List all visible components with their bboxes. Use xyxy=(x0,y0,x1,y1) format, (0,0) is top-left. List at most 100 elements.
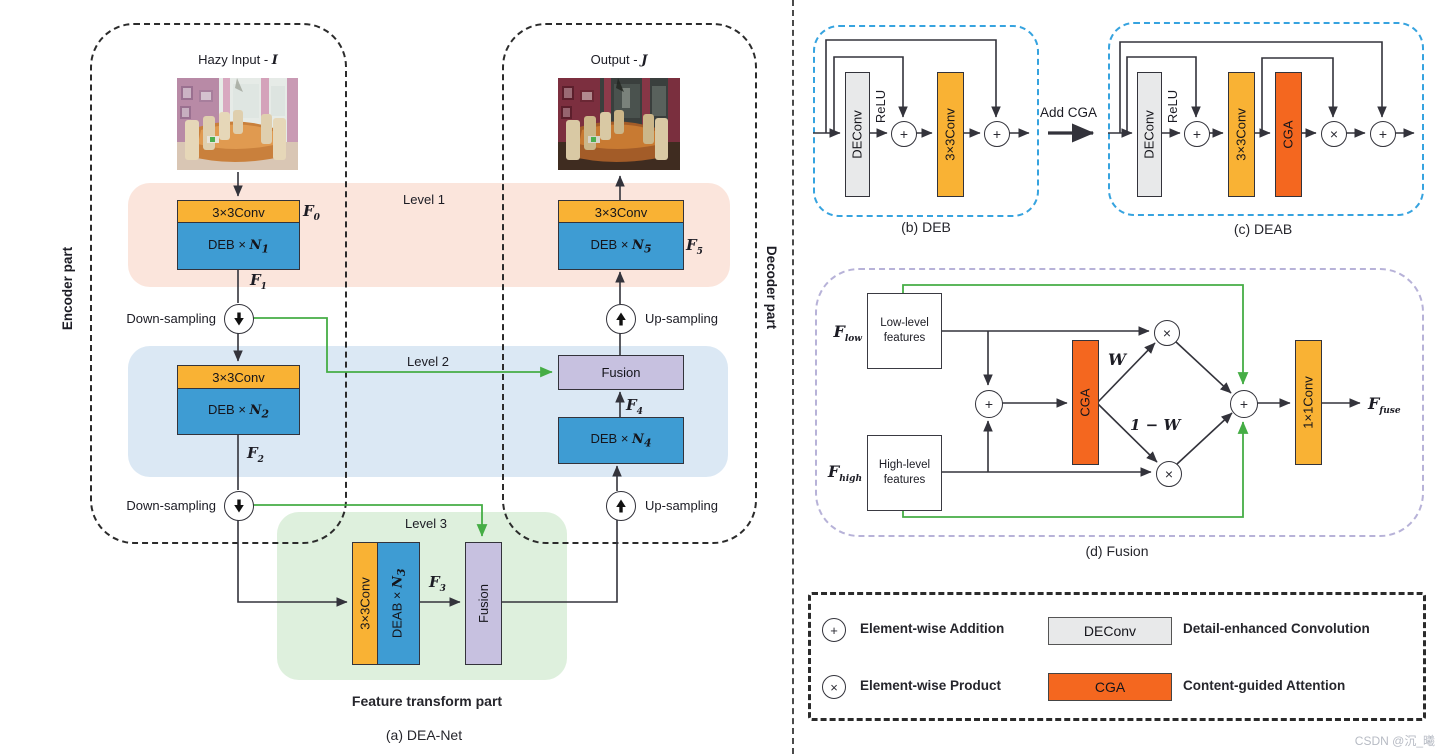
l3-conv-block: 3×3Conv xyxy=(352,542,379,665)
b-plus1-circle: + xyxy=(891,121,917,147)
legend-plus-icon: + xyxy=(822,618,846,642)
legend-cga-box: CGA xyxy=(1048,673,1172,701)
f2-label: F2 xyxy=(247,444,264,465)
b-deconv-block: DEConv xyxy=(845,72,870,197)
dec1-conv-block: 3×3Conv xyxy=(558,200,684,224)
f4-label: F4 xyxy=(626,396,643,417)
line-l3fusion-to-up2 xyxy=(500,520,618,603)
down-arrow-icon xyxy=(234,312,244,326)
deb-dashed-box xyxy=(813,25,1039,217)
feature-transform-label: Feature transform part xyxy=(351,693,503,709)
enc1-deb-block: DEB × N1 xyxy=(177,222,300,270)
arrow-down2-to-l3conv xyxy=(237,519,348,607)
enc1-conv-block: 3×3Conv xyxy=(177,200,300,224)
d-arrow-cga-to-times1 xyxy=(1096,342,1156,404)
d-plus2-circle: + xyxy=(1230,390,1258,418)
d-cga-block: CGA xyxy=(1072,340,1099,465)
c-relu-label: ReLU xyxy=(1165,89,1181,123)
panel-d-caption: (d) Fusion xyxy=(1085,543,1149,559)
d-arrow-times1-to-plus2 xyxy=(1174,340,1232,394)
down-sampling-icon-1 xyxy=(224,304,254,334)
f3-label: F3 xyxy=(429,573,446,594)
c-deconv-block: DEConv xyxy=(1137,72,1162,197)
b-plus2-circle: + xyxy=(984,121,1010,147)
encoder-part-label: Encoder part xyxy=(60,246,76,330)
f-high-label: Fhigh xyxy=(827,462,862,485)
half-divider xyxy=(792,0,794,754)
legend-deconv-description: Detail-enhanced Convolution xyxy=(1183,621,1370,636)
dec1-deb-block: DEB × N5 xyxy=(558,222,684,270)
c-cga-block: CGA xyxy=(1275,72,1302,197)
legend-box xyxy=(808,592,1426,721)
output-label: Output - J xyxy=(590,52,648,68)
panel-a-caption: (a) DEA-Net xyxy=(385,727,463,743)
up-sampling-label-1: Up-sampling xyxy=(645,311,718,326)
legend-addition-label: Element-wise Addition xyxy=(860,621,1005,636)
f-low-label: Flow xyxy=(833,322,862,345)
down-sampling-label-2: Down-sampling xyxy=(126,498,216,513)
f-fuse-label: Ffuse xyxy=(1368,394,1401,417)
up-sampling-icon-2 xyxy=(606,491,636,521)
green-skip-level2 xyxy=(252,317,553,378)
d-arrow-cga-to-times2 xyxy=(1096,402,1158,463)
l3-fusion-block: Fusion xyxy=(465,542,502,665)
green-skip-level3 xyxy=(252,504,488,537)
d-plus1-circle: + xyxy=(975,390,1003,418)
d-conv-block: 1×1Conv xyxy=(1295,340,1322,465)
decoder-dashed-box xyxy=(502,23,757,544)
panel-b-caption: (b) DEB xyxy=(901,219,951,235)
up-sampling-icon-1 xyxy=(606,304,636,334)
green-low-to-plus2 xyxy=(902,284,1249,385)
c-plus1-circle: + xyxy=(1184,121,1210,147)
output-image xyxy=(558,78,680,170)
c-skip-inner-left xyxy=(1126,56,1201,133)
level1-label: Level 1 xyxy=(403,192,445,207)
fusion-dashed-box xyxy=(815,268,1424,537)
down-sampling-label-1: Down-sampling xyxy=(126,311,216,326)
c-skip-inner-right xyxy=(1261,57,1338,133)
one-minus-w-label: 1 − W xyxy=(1130,416,1181,434)
decoder-part-label: Decoder part xyxy=(764,245,780,330)
f0-label: F0 xyxy=(303,202,320,223)
legend-product-label: Element-wise Product xyxy=(860,678,1002,693)
level2-label: Level 2 xyxy=(407,354,449,369)
panel-c-caption: (c) DEAB xyxy=(1233,221,1293,237)
down-arrow-icon xyxy=(234,499,244,513)
legend-cga-description: Content-guided Attention xyxy=(1183,678,1346,693)
legend-deconv-box: DEConv xyxy=(1048,617,1172,645)
legend-times-icon: × xyxy=(822,675,846,699)
level3-band xyxy=(277,512,567,680)
f1-label: F1 xyxy=(250,271,267,292)
l3-deab-block: DEAB × N3 xyxy=(377,542,420,665)
b-relu-label: ReLU xyxy=(873,89,889,123)
dec2-deb-block: DEB × N4 xyxy=(558,417,684,464)
c-skip-outer xyxy=(1119,41,1387,133)
up-sampling-label-2: Up-sampling xyxy=(645,498,718,513)
add-cga-label: Add CGA xyxy=(1040,105,1098,120)
b-skip-outer xyxy=(825,39,1001,133)
c-times-circle: × xyxy=(1321,121,1347,147)
b-conv-block: 3×3Conv xyxy=(937,72,964,197)
d-times1-circle: × xyxy=(1154,320,1180,346)
deab-dashed-box xyxy=(1108,22,1424,216)
green-high-to-plus2 xyxy=(902,421,1249,518)
level3-label: Level 3 xyxy=(405,516,447,531)
b-skip-inner xyxy=(833,56,908,133)
watermark: CSDN @沉_曦 xyxy=(1354,734,1435,748)
c-plus2-circle: + xyxy=(1370,121,1396,147)
down-sampling-icon-2 xyxy=(224,491,254,521)
w-label: W xyxy=(1108,350,1126,369)
f5-label: F5 xyxy=(686,236,703,257)
dec2-fusion-block: Fusion xyxy=(558,355,684,390)
up-arrow-icon xyxy=(616,312,626,326)
low-level-features-box: Low-level features xyxy=(867,293,942,369)
d-arrow-times2-to-plus2 xyxy=(1176,412,1233,465)
up-arrow-icon xyxy=(616,499,626,513)
hazy-input-image xyxy=(177,78,298,170)
encoder-dashed-box xyxy=(90,23,347,544)
d-times2-circle: × xyxy=(1156,461,1182,487)
enc2-deb-block: DEB × N2 xyxy=(177,388,300,435)
hazy-input-label: Hazy Input - I xyxy=(198,52,278,68)
